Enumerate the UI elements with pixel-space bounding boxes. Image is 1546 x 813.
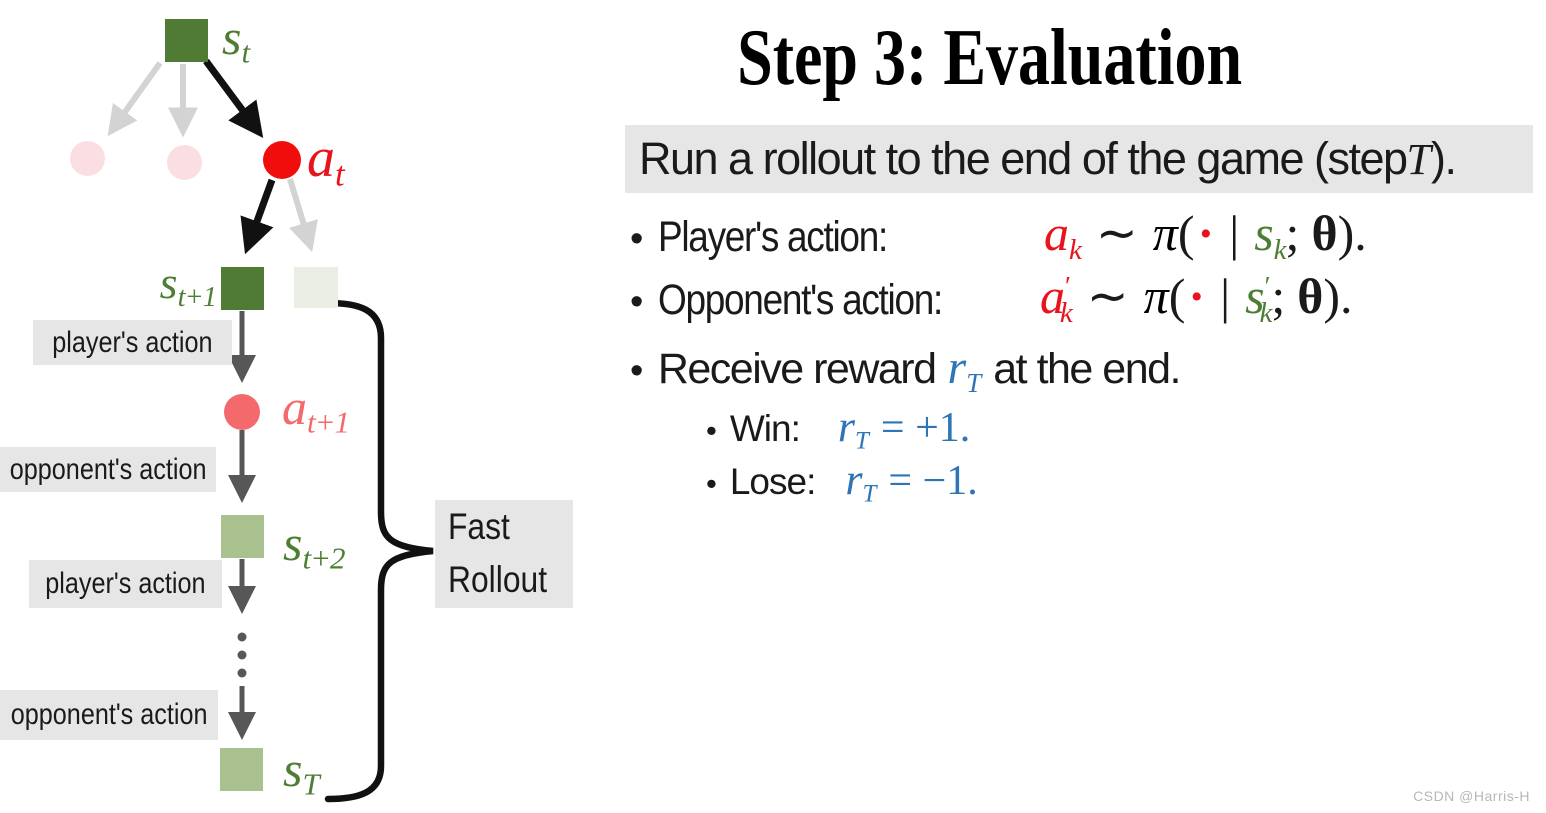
ellipsis-dot	[237, 668, 247, 678]
bullet-opponent-action: • Opponent's action:	[630, 276, 943, 324]
player-action-label-2: player's action	[29, 560, 222, 608]
opponent-action-label-1: opponent's action	[0, 447, 216, 492]
opponent-action-formula: a′k ∼ π ( · | s′k ; θ ).	[1040, 268, 1353, 330]
node-state-st2	[221, 515, 264, 558]
action-label-at1: at+1	[282, 379, 350, 440]
page-title: Step 3: Evaluation	[737, 14, 1243, 102]
opponent-action-label-2: opponent's action	[0, 690, 218, 740]
state-label-st: st	[222, 9, 250, 70]
node-action-at1	[224, 394, 260, 430]
node-unused-action-1	[70, 141, 105, 176]
fast-rollout-brace	[324, 299, 434, 803]
state-label-sT: sT	[283, 741, 320, 802]
edge-at-to-st1	[240, 178, 276, 255]
edge-st-to-unused-1	[107, 61, 163, 137]
edge-at-to-pale	[287, 178, 318, 253]
bullet-player-action: • Player's action:	[630, 213, 888, 261]
ellipsis-dot	[237, 650, 247, 660]
state-label-st2: st+2	[283, 515, 346, 576]
player-action-label-1: player's action	[33, 320, 232, 365]
highlight-statement: Run a rollout to the end of the game (st…	[625, 125, 1533, 193]
fast-rollout-label: Fast Rollout	[435, 500, 573, 608]
edge-st-to-at	[203, 58, 264, 139]
node-state-sT	[220, 748, 263, 791]
tree-diagram-graphic	[107, 58, 434, 803]
watermark: CSDN @Harris-H	[1413, 788, 1530, 804]
node-state-unexplored	[294, 267, 338, 308]
ellipsis-dot	[237, 632, 247, 642]
state-label-st1: st+1	[159, 257, 217, 313]
node-unused-action-2	[167, 145, 202, 180]
node-state-st	[165, 19, 208, 62]
node-action-at	[263, 141, 301, 179]
node-state-st1	[221, 267, 264, 310]
action-label-at: at	[307, 127, 345, 194]
